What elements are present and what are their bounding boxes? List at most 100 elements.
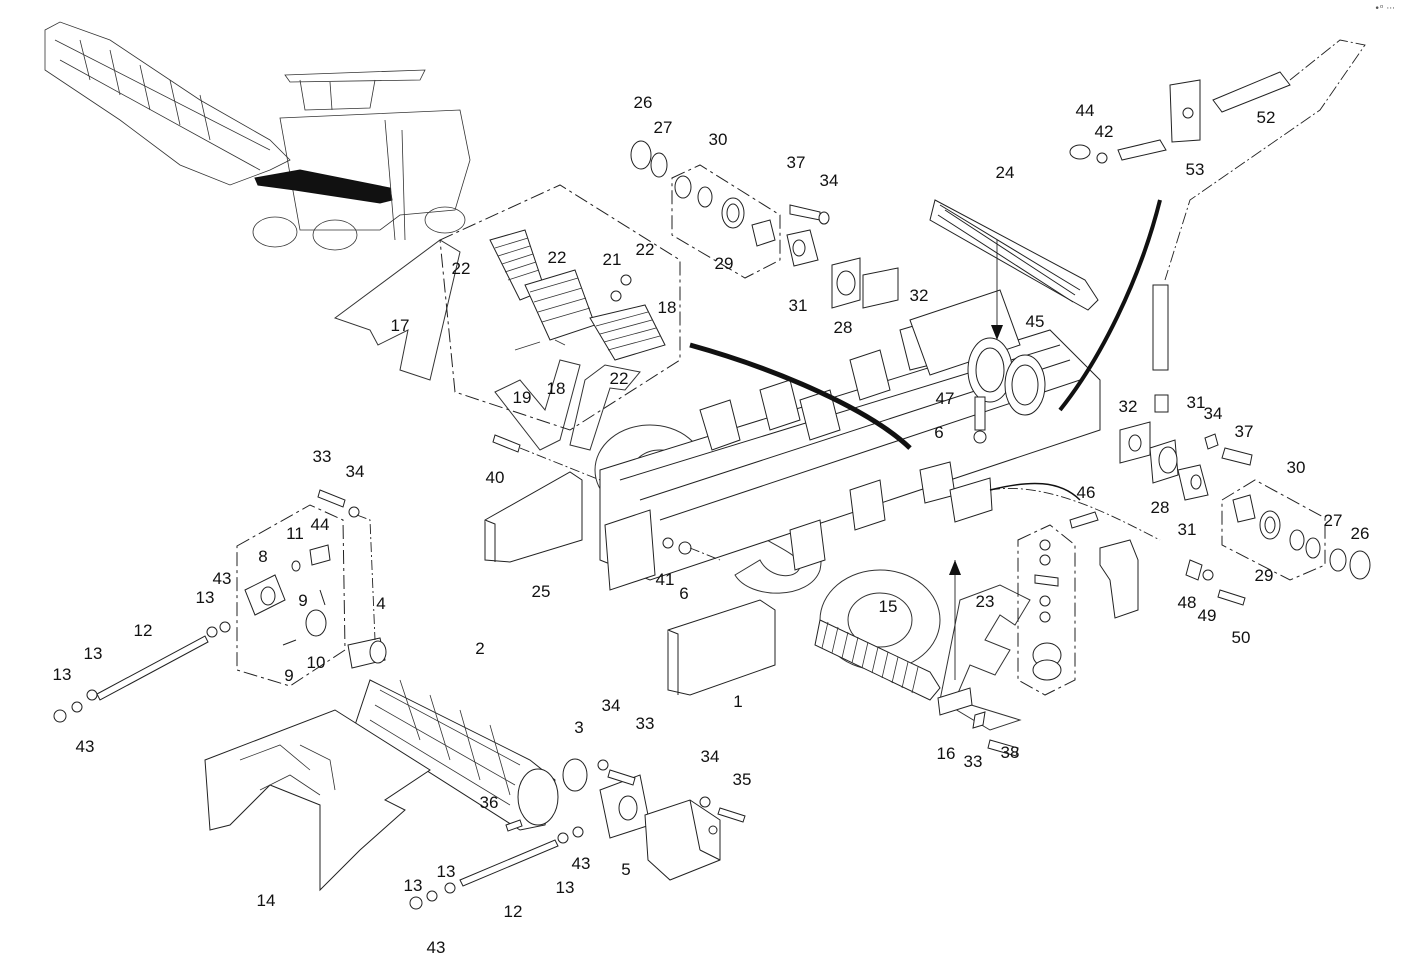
part-callout-47: 47 xyxy=(936,389,955,408)
part-callout-22: 22 xyxy=(452,259,471,278)
part-callout-12: 12 xyxy=(504,902,523,921)
tension-springs xyxy=(489,229,666,361)
part-callout-50: 50 xyxy=(1232,628,1251,647)
part-callout-12: 12 xyxy=(134,621,153,640)
part-callout-21: 21 xyxy=(603,250,622,269)
hydraulic-hose xyxy=(1069,39,1366,413)
roller-24 xyxy=(929,199,1099,311)
part-callout-46: 46 xyxy=(1077,483,1096,502)
part-callout-13: 13 xyxy=(84,644,103,663)
part-callout-52: 52 xyxy=(1257,108,1276,127)
part-callout-28: 28 xyxy=(834,318,853,337)
part-callout-8: 8 xyxy=(258,547,267,566)
part-callout-34: 34 xyxy=(346,462,365,481)
part-callout-37: 37 xyxy=(1235,422,1254,441)
part-callout-32: 32 xyxy=(910,286,929,305)
part-callout-26: 26 xyxy=(1351,524,1370,543)
bearing-kit-30-top xyxy=(671,164,781,279)
part-callout-31: 31 xyxy=(789,296,808,315)
part-callout-18: 18 xyxy=(547,379,566,398)
part-callout-33: 33 xyxy=(636,714,655,733)
part-callout-43: 43 xyxy=(427,938,446,957)
conveyor-belt-14 xyxy=(204,709,431,892)
gaskets-45 xyxy=(967,337,1046,416)
part-callout-30: 30 xyxy=(1287,458,1306,477)
part-callout-33: 33 xyxy=(964,752,983,771)
part-callout-34: 34 xyxy=(820,171,839,190)
part-callout-13: 13 xyxy=(404,876,423,895)
part-callout-1: 1 xyxy=(733,692,742,711)
part-callout-10: 10 xyxy=(307,653,326,672)
spring-15 xyxy=(814,619,941,701)
part-callout-32: 32 xyxy=(1119,397,1138,416)
part-callout-11: 11 xyxy=(286,524,304,543)
drive-drum-2 xyxy=(354,679,588,831)
part-callout-27: 27 xyxy=(654,118,673,137)
part-callout-18: 18 xyxy=(658,298,677,317)
mount-kit-23 xyxy=(1017,524,1076,696)
part-callout-31: 31 xyxy=(1178,520,1197,539)
mount-kit-parts xyxy=(1032,539,1062,681)
part-callout-23: 23 xyxy=(976,592,995,611)
fasteners-left xyxy=(492,434,692,555)
part-callout-25: 25 xyxy=(532,582,551,601)
spindle-12-upper xyxy=(53,621,231,723)
part-callout-34: 34 xyxy=(701,747,720,766)
bearing-kit-30-right xyxy=(1221,479,1326,581)
part-callout-27: 27 xyxy=(1324,511,1343,530)
part-callout-35: 35 xyxy=(733,770,752,789)
hydraulic-motor-5 xyxy=(505,759,746,881)
part-callout-48: 48 xyxy=(1178,593,1197,612)
part-callout-29: 29 xyxy=(715,254,734,273)
part-callout-26: 26 xyxy=(634,93,653,112)
part-callout-45: 45 xyxy=(1026,312,1045,331)
part-callout-44: 44 xyxy=(1076,101,1095,120)
scraper-kit-left xyxy=(236,504,346,687)
part-callout-28: 28 xyxy=(1151,498,1170,517)
part-callout-44: 44 xyxy=(311,515,330,534)
bearing-parts-top xyxy=(630,140,899,309)
part-callout-13: 13 xyxy=(53,665,72,684)
part-callout-37: 37 xyxy=(787,153,806,172)
side-plate-1 xyxy=(667,599,776,696)
spindle-12-lower xyxy=(409,826,584,910)
part-callout-34: 34 xyxy=(602,696,621,715)
bolt-47 xyxy=(973,396,987,444)
tensioner-group-17 xyxy=(439,184,681,431)
milling-machine-overview xyxy=(44,21,471,251)
part-callout-40: 40 xyxy=(486,468,505,487)
bracket-46 xyxy=(1069,511,1246,619)
part-callout-17: 17 xyxy=(391,316,410,335)
part-callout-9: 9 xyxy=(298,591,307,610)
part-callout-36: 36 xyxy=(480,793,499,812)
part-callout-34: 34 xyxy=(1204,404,1223,423)
part-callout-22: 22 xyxy=(636,240,655,259)
part-callout-22: 22 xyxy=(610,369,629,388)
part-callout-2: 2 xyxy=(475,639,484,658)
part-callout-31: 31 xyxy=(1187,393,1206,412)
mount-plate-16 xyxy=(937,687,1019,757)
part-callout-5: 5 xyxy=(621,860,630,879)
part-callout-38: 38 xyxy=(1001,743,1020,762)
scraper-parts-left xyxy=(244,489,387,669)
part-callout-6: 6 xyxy=(679,584,688,603)
part-callout-49: 49 xyxy=(1198,606,1217,625)
part-callout-42: 42 xyxy=(1095,122,1114,141)
side-plate-25 xyxy=(484,471,656,591)
part-callout-14: 14 xyxy=(257,891,276,910)
part-callout-19: 19 xyxy=(513,388,532,407)
part-callout-53: 53 xyxy=(1186,160,1205,179)
part-callout-13: 13 xyxy=(437,862,456,881)
part-callout-6: 6 xyxy=(934,423,943,442)
part-callout-15: 15 xyxy=(879,597,898,616)
part-callout-29: 29 xyxy=(1255,566,1274,585)
part-callout-43: 43 xyxy=(572,854,591,873)
part-callout-41: 41 xyxy=(656,570,675,589)
part-callout-13: 13 xyxy=(556,878,575,897)
part-callout-24: 24 xyxy=(996,163,1015,182)
part-callout-9: 9 xyxy=(284,666,293,685)
image-options-icon[interactable]: •ᵒ ··· xyxy=(1374,4,1395,14)
part-callout-3: 3 xyxy=(574,718,583,737)
